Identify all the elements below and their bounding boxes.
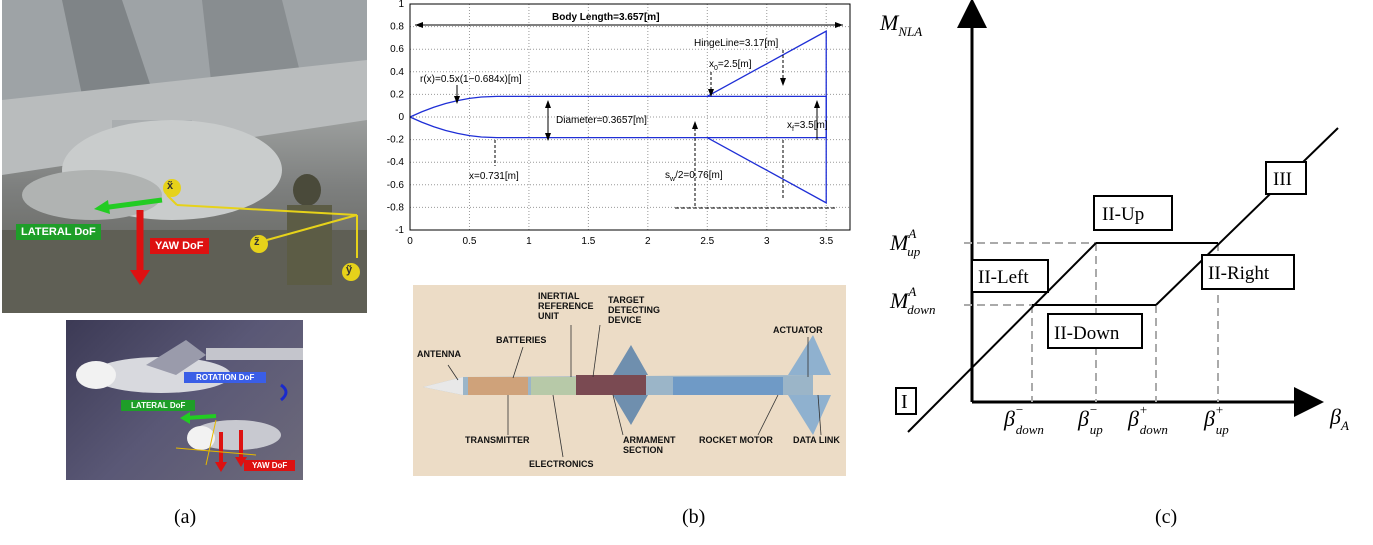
cut-label-batteries: BATTERIES	[496, 335, 546, 345]
y-tick-label-5: 0	[398, 112, 404, 123]
x-axis-label: βA	[1329, 404, 1349, 433]
y-tick-label-1: 0.8	[390, 22, 404, 33]
yaw-dof-label-small: YAW DoF	[244, 460, 296, 471]
missile-geometry-plot: 0 0.5 1 1.5 2 2.5 3 3.5 1 0.8 0.6 0.4 0.2 0 -0.2 -0.4 -0…	[387, 0, 851, 247]
region-II-right-box	[1201, 254, 1295, 290]
plot-frame	[409, 3, 851, 231]
region-II-left-label: II-Left	[978, 267, 1029, 288]
rotation-dof-label: ROTATION DoF	[184, 372, 267, 383]
region-II-left-box	[971, 259, 1049, 293]
plot-ticks: 0 0.5 1 1.5 2 2.5 3 3.5 1 0.8 0.6 0.4 0.2 0 -0.2 -0.4 -0…	[387, 0, 834, 247]
x-tick-label-3: 1.5	[581, 236, 595, 247]
axis-x-label: x̃	[167, 180, 174, 192]
span-arrowhead	[692, 121, 698, 129]
region-II-up-label: II-Up	[1102, 204, 1144, 225]
cut-label-actuator: ACTUATOR	[773, 325, 823, 335]
region-II-down-label: II-Down	[1054, 323, 1120, 344]
cut-label-transmitter: TRANSMITTER	[465, 435, 530, 445]
x-tick-label-4: 2	[645, 236, 651, 247]
axis-z-label: z̃	[254, 236, 260, 248]
plot-series	[409, 30, 827, 204]
y-tick-label-0: 1	[398, 0, 404, 10]
body-length-arrowhead-left	[415, 22, 423, 28]
nose-profile-label: r(x)=0.5x(1−0.684x)[m]	[420, 74, 522, 85]
nose-length-label: x=0.731[m]	[469, 171, 519, 182]
y-tick-label-4: 0.2	[390, 89, 404, 100]
body-length-label: Body Length=3.657[m]	[552, 12, 660, 23]
caption-b: (b)	[682, 506, 706, 528]
beta-up-minus-label: β−up	[1077, 402, 1103, 437]
nose-profile-arrowhead	[454, 96, 460, 104]
x-tick-label-1: 0.5	[463, 236, 477, 247]
hinge-line-label: HingeLine=3.17[m]	[694, 38, 778, 49]
x0-arrowhead	[708, 89, 714, 97]
region-III-label: III	[1273, 169, 1292, 190]
xf-arrowhead-top	[814, 100, 820, 108]
beta-up-plus-label: β+up	[1203, 402, 1229, 437]
missile-render-art	[76, 340, 303, 472]
x0-label: x0=2.5[m]	[709, 59, 752, 72]
y-tick-label-8: -0.6	[387, 180, 405, 191]
y-tick-label-3: 0.4	[390, 67, 404, 78]
x-tick-label-2: 1	[526, 236, 532, 247]
x-tick-label-0: 0	[407, 236, 413, 247]
y-tick-label-6: -0.2	[387, 135, 405, 146]
region-III-box	[1265, 161, 1307, 195]
xf-label: xf=3.5[m]	[787, 120, 828, 133]
beta-down-plus-label: β+down	[1127, 402, 1168, 437]
y-tick-label-7: -0.4	[387, 157, 405, 168]
cut-label-electronics: ELECTRONICS	[529, 459, 594, 469]
caption-c: (c)	[1155, 506, 1178, 528]
region-II-right-label: II-Right	[1208, 263, 1270, 284]
y-tick-label-2: 0.6	[390, 44, 404, 55]
lateral-dof-label: LATERAL DoF	[16, 224, 101, 240]
plot-series-1	[706, 30, 827, 204]
beta-down-minus-label: β−down	[1003, 402, 1044, 437]
y-axis-label: MNLA	[879, 10, 922, 39]
lateral-dof-label-small: LATERAL DoF	[121, 400, 196, 411]
cut-label-rocket: ROCKET MOTOR	[699, 435, 773, 445]
cut-label-datalink: DATA LINK	[793, 435, 840, 445]
aircraft-photo-art	[2, 0, 367, 313]
axis-y-label: ỹ	[346, 264, 353, 276]
x-tick-label-7: 3.5	[819, 236, 833, 247]
hinge-arrowhead	[780, 78, 786, 86]
diameter-arrowhead-bottom	[545, 133, 551, 141]
span-label: sw/2=0.76[m]	[665, 170, 723, 183]
x-tick-label-5: 2.5	[700, 236, 714, 247]
region-II-up-box	[1093, 195, 1173, 231]
characteristic-curve	[907, 127, 1339, 433]
caption-a: (a)	[174, 506, 197, 528]
y-tick-label-9: -0.8	[387, 202, 405, 213]
y-tick-label-10: -1	[395, 225, 404, 236]
yaw-dof-label: YAW DoF	[150, 238, 209, 254]
missile-render-photo: ROTATION DoF LATERAL DoF YAW DoF	[66, 320, 303, 480]
body-length-arrowhead-right	[835, 22, 843, 28]
diameter-label: Diameter=0.3657[m]	[556, 115, 647, 126]
x-tick-label-6: 3	[764, 236, 770, 247]
region-I-label: I	[901, 391, 908, 413]
aircraft-photo: x̃ z̃ ỹ LATERAL DoF YAW DoF	[2, 0, 367, 313]
region-I-box	[895, 387, 917, 415]
cut-label-antenna: ANTENNA	[417, 349, 461, 359]
region-II-down-box	[1047, 313, 1143, 349]
diameter-arrowhead-top	[545, 100, 551, 108]
